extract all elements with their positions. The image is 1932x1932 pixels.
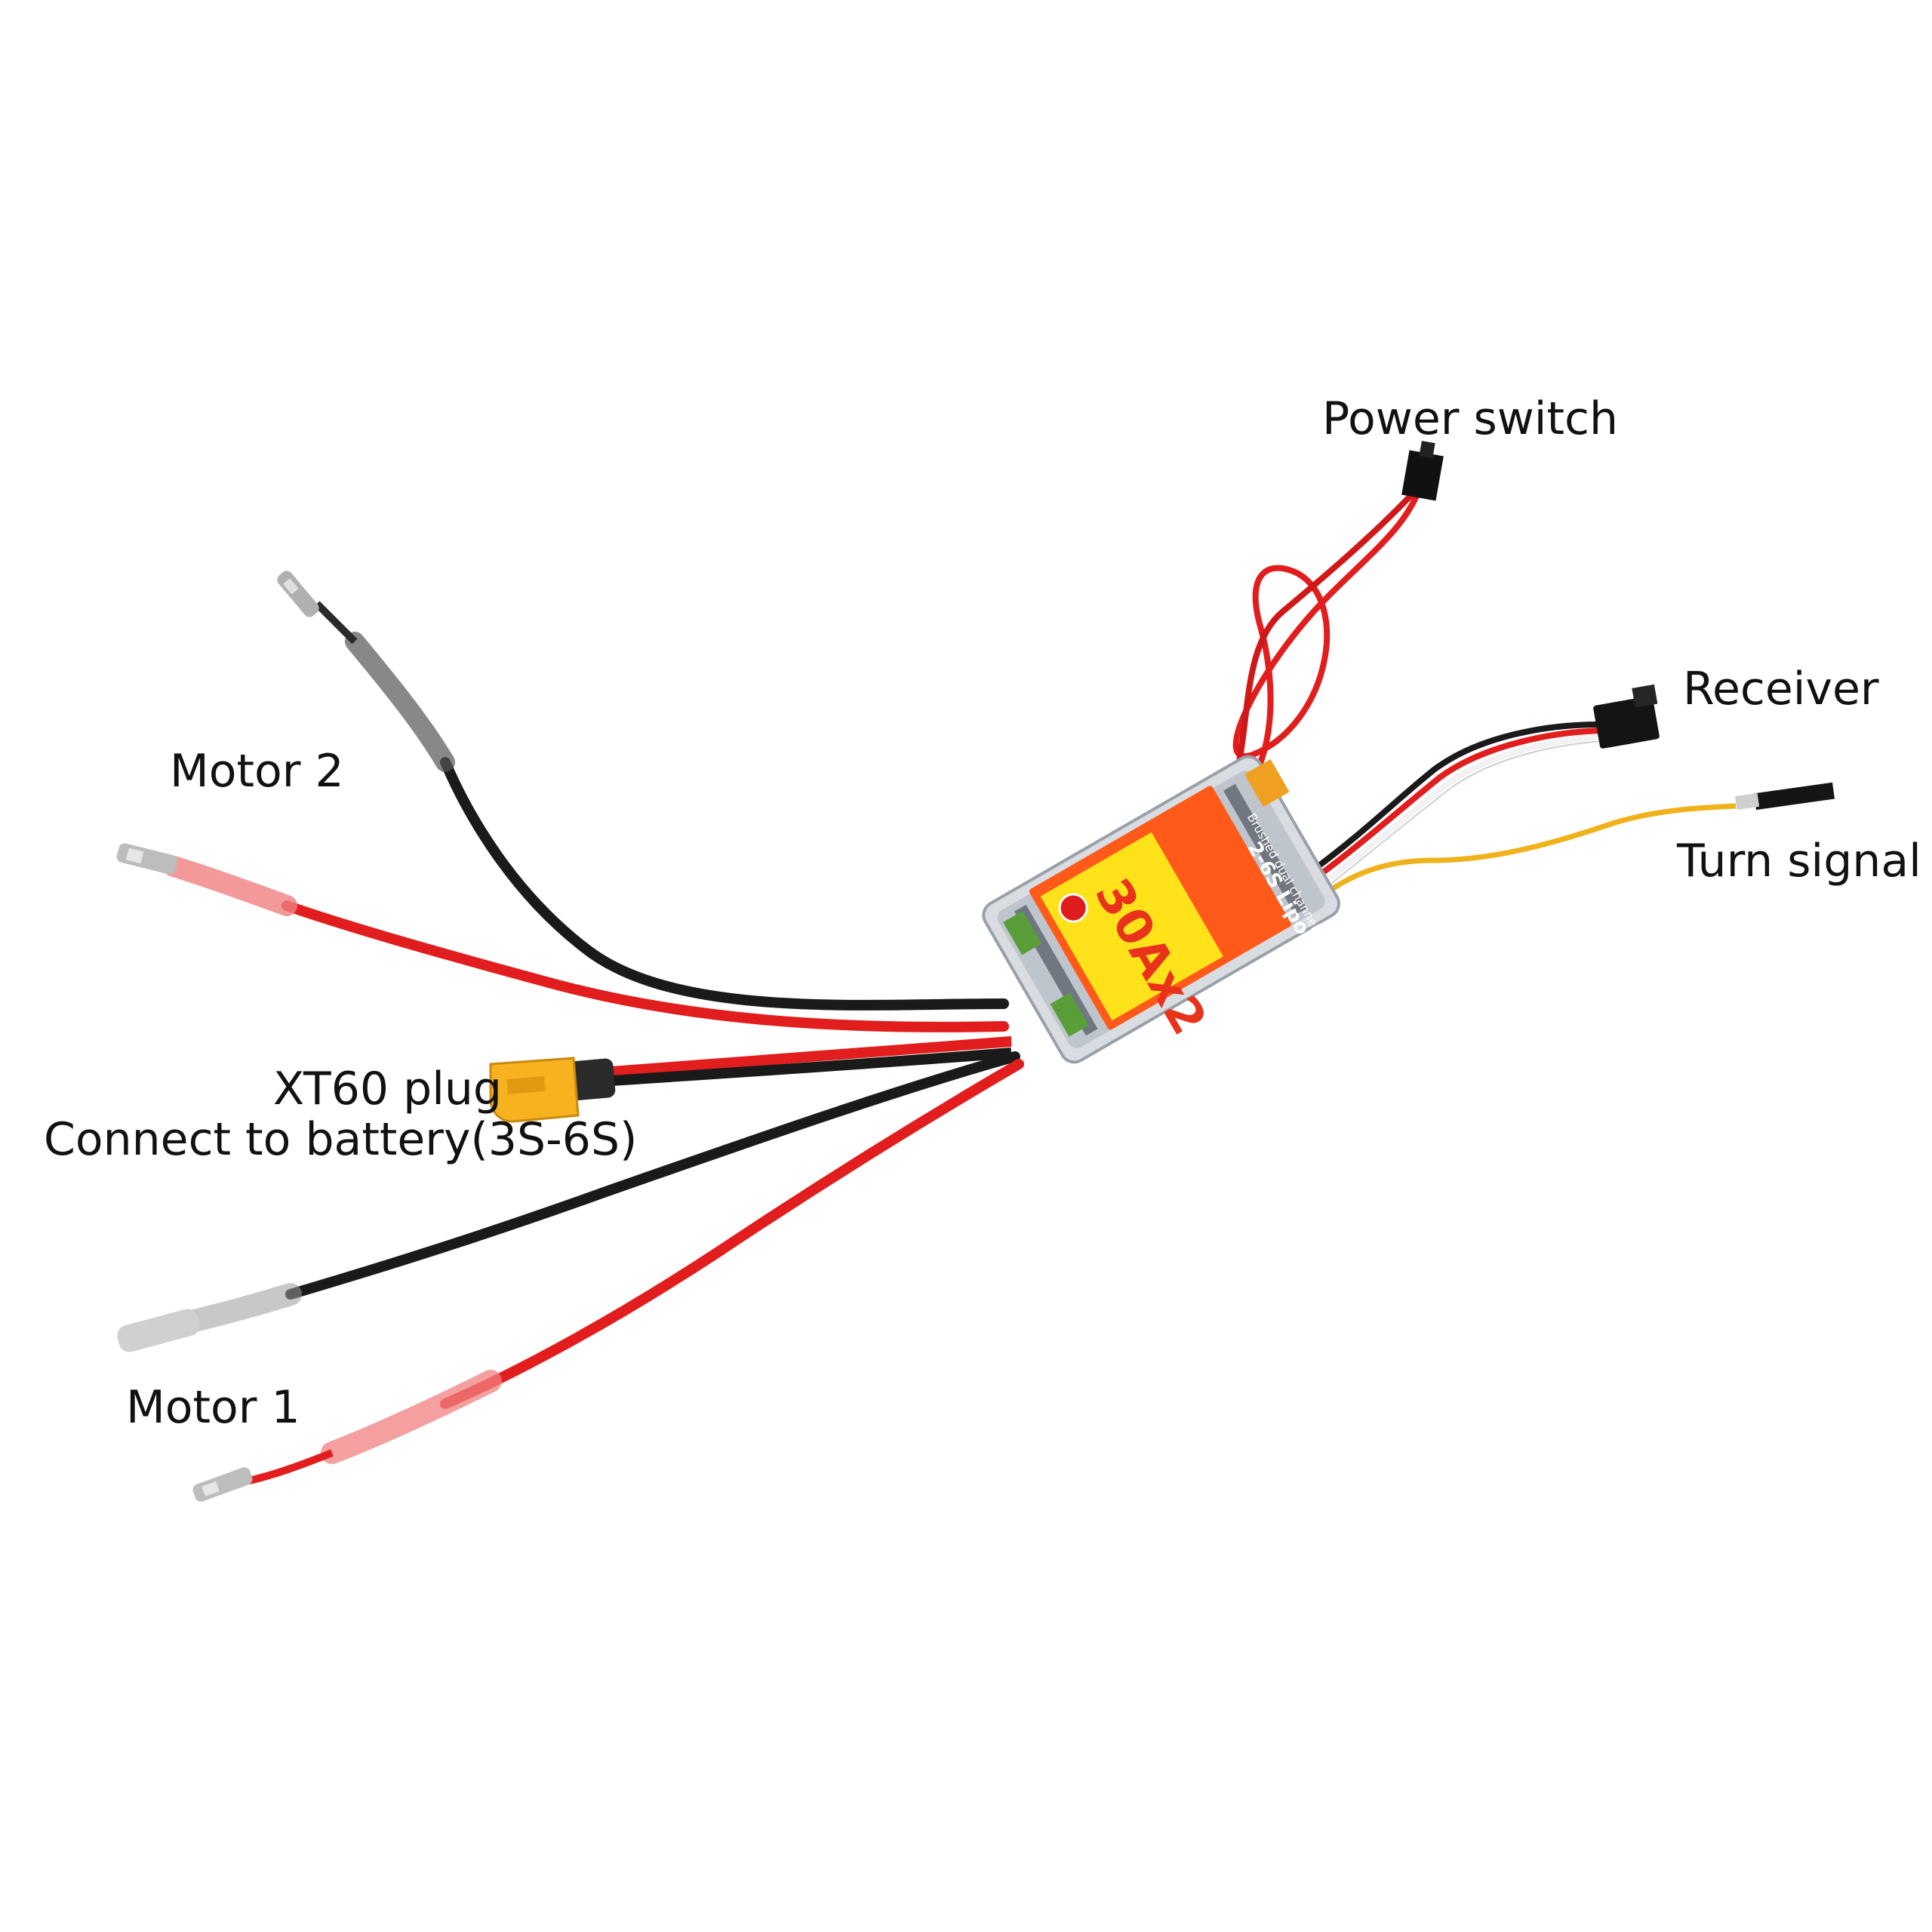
motor1-sleeve-red <box>321 1370 502 1464</box>
esc-side-connector <box>1244 758 1290 808</box>
power-switch-connector[interactable] <box>1401 441 1444 501</box>
battery-lead <box>489 1036 1012 1123</box>
battery-wire-black <box>611 1048 1012 1086</box>
motor2-sleeve-black <box>345 632 455 772</box>
label-motor1: Motor 1 <box>126 1381 300 1434</box>
motor1-bullet-connector-red[interactable] <box>191 1466 254 1503</box>
battery-wire-red <box>611 1036 1012 1077</box>
motor2-bullet-connector-red[interactable] <box>115 842 179 876</box>
receiver-lead <box>1303 684 1660 893</box>
turn-signal-lead <box>1317 782 1835 900</box>
label-xt60-plug: XT60 plug <box>273 1063 502 1115</box>
motor1-wire-black <box>285 1051 1020 1300</box>
motor1-leads <box>115 1051 1024 1503</box>
motor2-sleeve-red <box>163 856 297 916</box>
motor1-wire-red <box>440 1059 1024 1409</box>
label-power-switch: Power switch <box>1322 392 1619 445</box>
turn-signal-connector[interactable] <box>1734 782 1835 811</box>
brand-logo-icon <box>1058 893 1088 923</box>
motor1-bullet-connector-black[interactable] <box>115 1306 202 1354</box>
label-turn-signal: Turn signal <box>1677 835 1921 888</box>
xt60-plug[interactable] <box>489 1057 616 1123</box>
esc-label-yellow <box>1040 832 1223 1021</box>
motor2-bullet-connector-top[interactable] <box>275 568 321 620</box>
label-receiver: Receiver <box>1683 663 1879 715</box>
label-motor2: Motor 2 <box>170 745 344 798</box>
power-switch-lead <box>1227 441 1444 795</box>
esc-module[interactable]: 30Ax2 2-6S Lipo BEC 5V Brushed dual chan… <box>979 746 1397 1143</box>
receiver-connector[interactable] <box>1593 684 1660 749</box>
motor1-sleeve-black <box>177 1283 302 1334</box>
motor2-wire-black <box>440 757 1009 1011</box>
receiver-wire-white <box>1315 734 1604 891</box>
receiver-wire-red <box>1309 728 1602 884</box>
label-battery: Connect to battery(3S-6S) <box>44 1113 638 1166</box>
motor2-wire-red <box>281 900 1009 1032</box>
turn-signal-wire <box>1317 803 1737 900</box>
receiver-wire-black <box>1303 721 1601 878</box>
motor2-leads <box>115 568 1009 1032</box>
